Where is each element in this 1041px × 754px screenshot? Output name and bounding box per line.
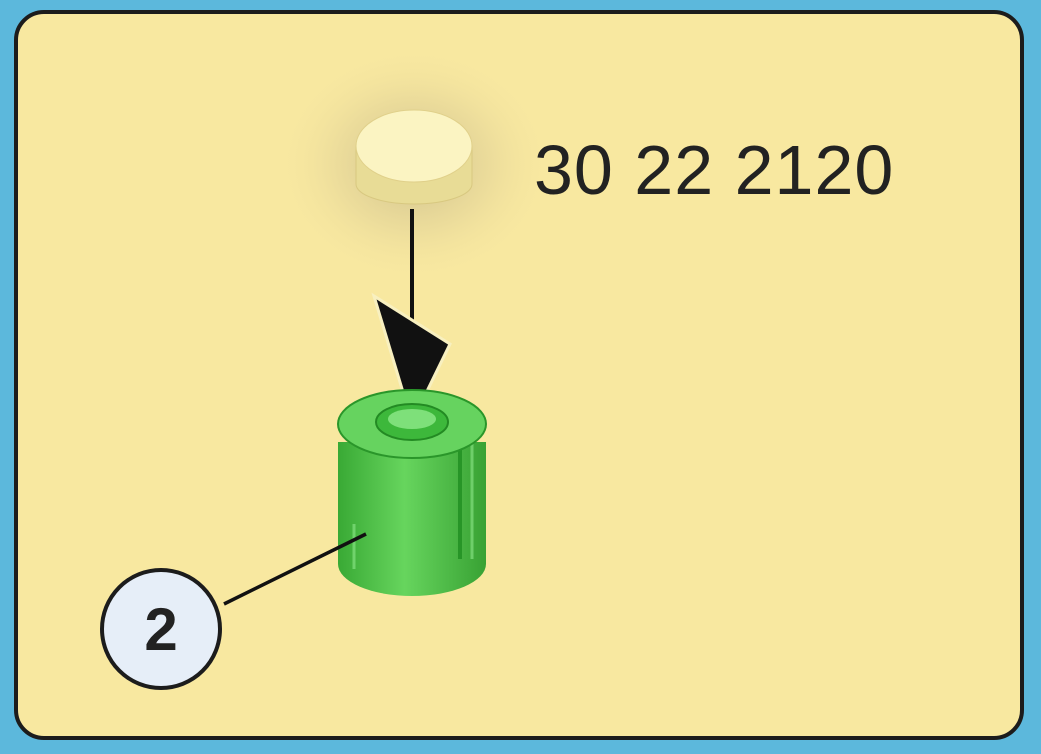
cylinder-piece [337,389,487,596]
assembly-illustration [223,44,554,606]
callout-leader-line [223,532,367,606]
part-number: 30 22 2120 [534,131,895,209]
cap-piece [355,109,473,205]
arrow-down-icon [371,209,452,427]
callout-number-badge: 2 [100,568,222,690]
